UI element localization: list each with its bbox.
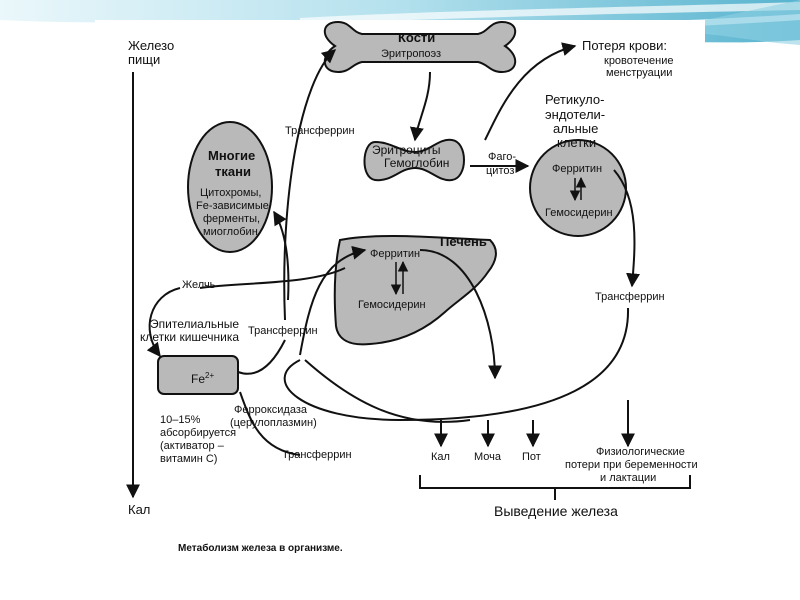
epithelial-label-1: Эпителиальные (150, 317, 239, 331)
fe-symbol: Fe (191, 372, 205, 386)
transferrin-right-label: Трансферрин (595, 291, 665, 303)
arrow-to-liver (299, 245, 367, 356)
transferrin-mid-label: Трансферрин (248, 325, 318, 337)
erythrocytes-label-2: Гемоглобин (384, 156, 449, 170)
tissues-label-1: Многие (208, 148, 255, 163)
absorption-label-2: абсорбируется (160, 427, 236, 439)
ferroxidase-label-2: (церулоплазмин) (230, 417, 317, 429)
res-label-2: эндотели- (545, 107, 605, 122)
bile-label: Желчь (182, 279, 216, 291)
food-iron-label-2: пищи (128, 52, 160, 67)
erythrocyte-shape (363, 138, 465, 182)
physio-label-3: и лактации (600, 472, 656, 484)
res-label-4: клетки (557, 135, 596, 150)
ferroxidase-label-1: Ферроксидаза (234, 404, 308, 416)
epithelial-label-2: клетки кишечника (140, 330, 239, 344)
transferrin-top-label: Трансферрин (285, 125, 355, 137)
blood-loss-label-2: кровотечение (604, 55, 674, 67)
arrow-bile-to-intestine (146, 287, 181, 358)
absorption-label-4: витамин С) (160, 453, 217, 465)
liver-ferritin-label: Ферритин (370, 248, 420, 260)
arrow-transferrin-to-bone (283, 49, 337, 321)
fe-charge: 2+ (205, 371, 214, 380)
food-iron-label-1: Железо (128, 38, 174, 53)
physio-label-2: потери при беременности (565, 459, 698, 471)
res-ferritin-label: Ферритин (552, 163, 602, 175)
absorption-label-3: (активатор – (160, 440, 225, 452)
out-sweat-label: Пот (522, 451, 541, 463)
arrow-ferroxidase-to-transferrin (239, 391, 301, 456)
header-swoosh-stripe (300, 2, 800, 24)
physio-label-1: Физиологические (596, 446, 685, 458)
fe-ion-label: Fe2+ (191, 371, 214, 386)
arrow-intestine-to-transferrin (237, 339, 286, 375)
tissues-label-3: Цитохромы, (200, 187, 261, 199)
bones-subtitle: Эритропоэз (381, 48, 441, 60)
blood-loss-label-1: Потеря крови: (582, 38, 667, 53)
tissues-label-6: миоглобин (203, 226, 258, 238)
arrow-transferrin-to-tissues (273, 210, 290, 301)
arrow-liver-to-bile (199, 267, 346, 289)
erythrocytes-label-1: Эритроциты (372, 143, 441, 157)
arrow-transferrin-return (304, 359, 471, 423)
out-feces-label: Кал (431, 451, 450, 463)
many-tissues-shape (187, 121, 273, 253)
tissues-label-5: ферменты, (203, 213, 260, 225)
arrow-liver-loop (419, 249, 502, 380)
reticuloendothelial-shape (529, 139, 627, 237)
bones-title: Кости (398, 30, 435, 45)
tissues-label-2: ткани (215, 164, 251, 179)
excretion-label: Выведение железа (494, 503, 618, 519)
liver-hemosiderin-label: Гемосидерин (358, 299, 426, 311)
liver-title: Печень (440, 234, 487, 249)
phagocytosis-label-1: Фаго- (488, 151, 516, 163)
bone-shape (323, 20, 517, 74)
arrow-res-to-transferrin (613, 169, 641, 288)
phagocytosis-label-2: цитоз (486, 165, 514, 177)
res-label-1: Ретикуло- (545, 92, 604, 107)
blood-loss-label-3: менструации (606, 67, 672, 79)
absorption-label-1: 10–15% (160, 414, 201, 426)
res-label-3: альные (553, 121, 598, 136)
arrow-erythrocytes-to-bloodloss (484, 42, 577, 141)
intestinal-cell-shape (157, 355, 239, 395)
arrow-bone-to-erythrocytes (409, 71, 431, 142)
res-hemosiderin-label: Гемосидерин (545, 207, 613, 219)
figure-caption: Метаболизм железа в организме. (178, 542, 343, 554)
right-corner-decoration (705, 0, 800, 45)
feces-left-label: Кал (128, 502, 150, 517)
out-urine-label: Моча (474, 451, 502, 463)
transferrin-bottom-label: Трансферрин (282, 449, 352, 461)
tissues-label-4: Fe-зависимые (196, 200, 269, 212)
